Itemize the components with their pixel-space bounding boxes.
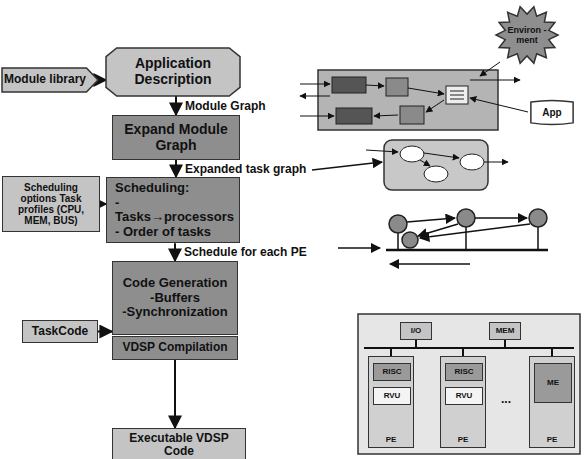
flow-arrow	[174, 360, 176, 428]
node-text: -Buffers	[150, 291, 200, 306]
input-box: Module library	[2, 68, 98, 92]
node-text: - Order of tasks	[115, 225, 211, 240]
node-text: PE	[547, 436, 558, 445]
node-text: Application Description	[110, 56, 236, 87]
hardware-picture	[358, 314, 580, 454]
node-text: Expand Module Graph	[117, 122, 235, 153]
input-box: Scheduling options Task profiles (CPU, M…	[2, 176, 100, 232]
risc-box: RISC	[373, 363, 411, 381]
module-graph-picture	[300, 62, 528, 130]
flow-arrow	[98, 79, 106, 81]
edge-label: Schedule for each PE	[183, 245, 308, 259]
node-text: TaskCode	[32, 325, 88, 338]
ellipsis-label: ...	[500, 392, 512, 406]
node-text: RVU	[456, 392, 473, 401]
processing-element: PE RISC RVU	[368, 356, 414, 448]
node-text: Scheduling options Task profiles (CPU, M…	[7, 182, 95, 227]
processing-element: PE RISC RVU	[440, 356, 486, 448]
node-text: -Tasks→processors	[115, 196, 235, 225]
node-text: Executable VDSP Code	[117, 432, 241, 459]
environment-burst: Environ -ment	[496, 6, 558, 64]
node-text: App	[542, 107, 561, 118]
node-text: MEM	[496, 327, 515, 336]
me-box: ME	[534, 363, 572, 403]
node-text: Code Generation	[123, 276, 228, 291]
flow-arrow	[175, 96, 177, 115]
process-box: Scheduling:-Tasks→processors- Order of t…	[106, 177, 240, 243]
node-text: Environ -ment	[504, 25, 550, 45]
rvu-box: RVU	[445, 387, 483, 405]
io-box: I/O	[400, 322, 432, 340]
node-text: I/O	[411, 327, 422, 336]
process-box: Application Description	[106, 48, 240, 96]
flow-arrow	[98, 331, 112, 333]
edge-label: Expanded task graph	[184, 162, 307, 176]
process-box: Code Generation-Buffers-Synchronization	[112, 261, 238, 335]
process-box: Executable VDSP Code	[112, 428, 246, 459]
rvu-box: RVU	[373, 387, 411, 405]
node-text: Scheduling:	[115, 181, 189, 196]
task-graph-picture	[312, 140, 508, 190]
node-text: RVU	[384, 392, 401, 401]
edge-label: Module Graph	[184, 99, 267, 113]
process-box: VDSP Compilation	[112, 336, 238, 360]
node-text: VDSP Compilation	[122, 341, 227, 354]
node-text: Module library	[4, 73, 86, 86]
processing-element: PE ME	[529, 356, 575, 448]
node-text: PE	[458, 436, 469, 445]
node-text: -Synchronization	[122, 305, 227, 320]
app-scroll: App	[528, 100, 576, 126]
node-text: PE	[386, 436, 397, 445]
schedule-picture	[338, 209, 548, 264]
memory-box: MEM	[489, 322, 521, 340]
flow-arrow	[175, 160, 177, 177]
process-box: Expand Module Graph	[112, 115, 240, 160]
flow-arrow	[174, 243, 176, 261]
input-box: TaskCode	[22, 320, 98, 343]
node-text: RISC	[454, 368, 473, 377]
risc-box: RISC	[445, 363, 483, 381]
node-text: RISC	[382, 368, 401, 377]
node-text: ME	[547, 379, 559, 388]
